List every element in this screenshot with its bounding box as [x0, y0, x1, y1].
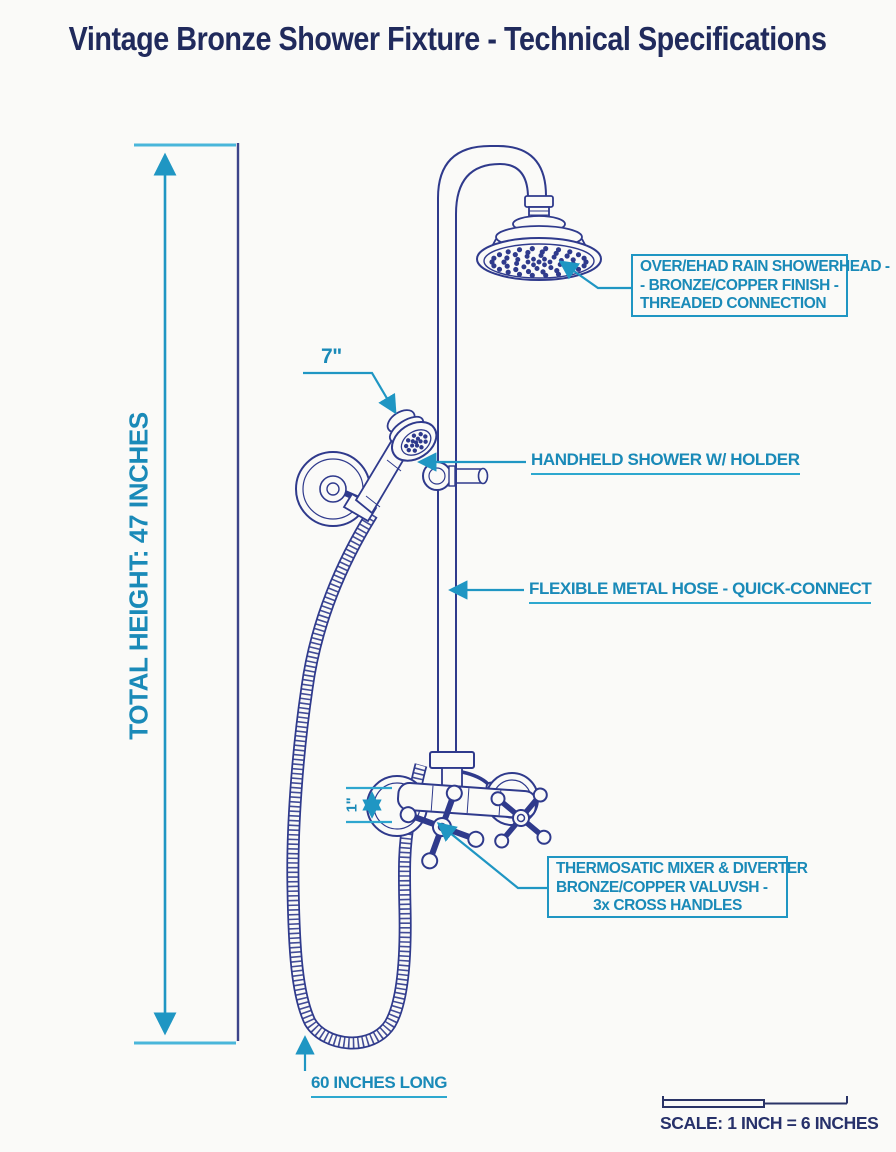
- callout-line: THREADED CONNECTION: [640, 295, 827, 312]
- diverter-lever: [461, 770, 490, 786]
- leader-mixer-valve: [436, 822, 547, 890]
- rain-showerhead: [476, 195, 602, 281]
- riser-pipe: [437, 145, 547, 762]
- mixer-valve-callout-box: THERMOSATIC MIXER & DIVERTER BRONZE/COPP…: [547, 856, 808, 918]
- leader-handheld-size: [303, 371, 397, 415]
- rain-showerhead-callout-box: OVER/EHAD RAIN SHOWERHEAD - - BRONZE/COP…: [631, 254, 890, 317]
- page-title-text: Vintage Bronze Shower Fixture - Technica…: [69, 20, 827, 57]
- valve-dimension-label: 1": [343, 797, 361, 813]
- callout-line: 3x CROSS HANDLES: [593, 897, 742, 914]
- handheld-shower-label: HANDHELD SHOWER W/ HOLDER: [531, 450, 800, 475]
- callout-line: OVER/EHAD RAIN SHOWERHEAD -: [640, 258, 890, 275]
- total-height-label: TOTAL HEIGHT: 47 INCHES: [123, 412, 154, 740]
- hose-length-label: 60 INCHES LONG: [311, 1073, 448, 1098]
- holder-peg: [477, 467, 489, 485]
- threaded-connector: [524, 195, 554, 208]
- callout-line: BRONZE/COPPER VALUVSH -: [556, 878, 768, 896]
- page-title: Vintage Bronze Shower Fixture - Technica…: [0, 20, 896, 58]
- total-height-dimension: [134, 143, 236, 1045]
- hose-ribbing: [287, 511, 426, 1048]
- valve-dimension: [346, 786, 392, 824]
- flexible-hose-label: FLEXIBLE METAL HOSE - QUICK-CONNECT: [529, 579, 872, 604]
- scale-label: SCALE: 1 INCH = 6 INCHES: [660, 1113, 879, 1133]
- mixer-valve: [366, 751, 552, 870]
- callout-line: THERMOSATIC MIXER & DIVERTER: [556, 860, 808, 877]
- callout-line: - BRONZE/COPPER FINISH -: [640, 276, 839, 294]
- handheld-head: [386, 409, 438, 462]
- riser-holder-bracket: [422, 461, 489, 491]
- leader-rain-showerhead: [558, 260, 631, 290]
- tee-fitting: [429, 751, 475, 769]
- handheld-size-label: 7": [321, 345, 342, 368]
- shower-hose: [286, 510, 428, 1050]
- scale-bar: [662, 1096, 848, 1108]
- cross-handle: [490, 787, 552, 849]
- handheld-shower: [295, 409, 438, 527]
